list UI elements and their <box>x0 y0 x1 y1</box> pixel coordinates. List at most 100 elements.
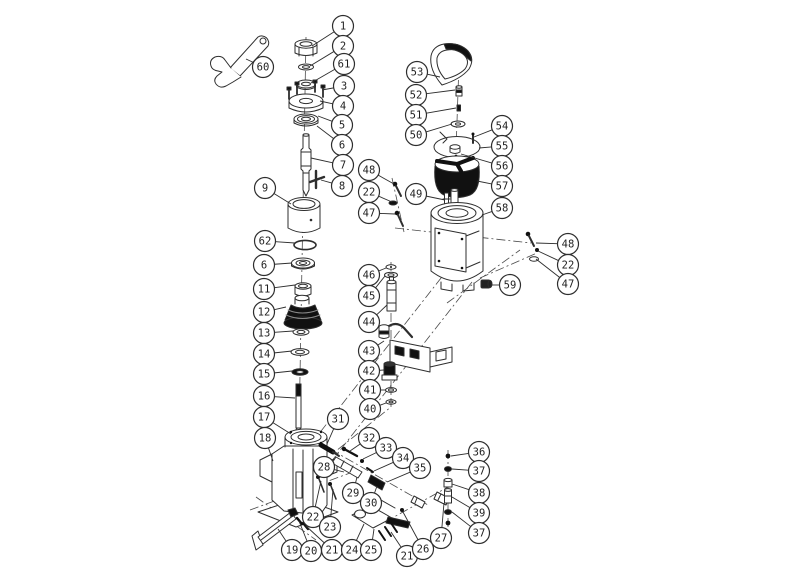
balloon-label-20: 20 <box>305 546 318 558</box>
part-bar-19 <box>251 507 299 551</box>
balloon-label-37: 37 <box>473 466 486 478</box>
balloon-label-32: 32 <box>363 433 376 445</box>
leader-line-3 <box>321 87 334 91</box>
part-screws-48-22-47-left <box>388 181 404 227</box>
balloon-label-48-2: 48 <box>562 239 575 251</box>
part-motor-58 <box>430 188 484 292</box>
balloon-label-26: 26 <box>417 544 430 556</box>
balloon-label-61: 61 <box>338 59 351 71</box>
part-bolt-31 <box>318 442 340 457</box>
leader-line-15 <box>274 370 293 374</box>
leader-line-58 <box>481 211 493 216</box>
balloon-label-11: 11 <box>258 284 271 296</box>
balloon-label-22-3: 22 <box>307 512 320 524</box>
part-rod-16 <box>295 383 302 433</box>
leader-line-30 <box>374 485 378 494</box>
part-sleeve-35 <box>367 474 386 491</box>
balloon-label-28: 28 <box>318 462 331 474</box>
part-coupler-30 <box>410 495 426 509</box>
part-nut-1 <box>294 39 318 57</box>
balloon-35 <box>408 456 432 480</box>
balloon-label-58: 58 <box>496 203 509 215</box>
leader-line-19 <box>277 528 287 542</box>
leader-line-8 <box>320 179 333 184</box>
leader-line-22-3 <box>314 480 322 507</box>
balloon-31 <box>326 407 350 431</box>
balloon-layer: 1261345678609626111213141516171853525150… <box>245 14 580 568</box>
part-screws-22-23 <box>316 475 337 500</box>
balloon-label-7: 7 <box>340 160 346 172</box>
balloon-49 <box>404 182 428 206</box>
part-knob-57 <box>434 155 480 198</box>
balloon-label-19: 19 <box>286 545 299 557</box>
balloon-label-52: 52 <box>410 90 423 102</box>
leader-line-17 <box>272 422 292 435</box>
part-screw-52 <box>455 85 463 97</box>
balloon-47-2 <box>556 272 580 296</box>
balloon-48 <box>357 158 381 182</box>
leader-line-29 <box>355 476 358 483</box>
balloon-label-12: 12 <box>258 307 271 319</box>
centerline-main-shaft <box>298 36 307 433</box>
leader-line-32 <box>349 443 361 452</box>
leader-line-9 <box>273 193 292 205</box>
leader-line-54 <box>473 129 493 138</box>
part-washers-46-45 <box>384 264 398 279</box>
balloon-label-35: 35 <box>414 463 427 475</box>
balloon-label-46: 46 <box>363 270 376 282</box>
balloon-label-14: 14 <box>258 349 271 361</box>
balloon-label-17: 17 <box>258 412 271 424</box>
centerline-right-screws-2 <box>479 252 538 279</box>
balloon-label-45: 45 <box>363 291 376 303</box>
part-bearing-6 <box>291 257 315 270</box>
balloon-label-6-2: 6 <box>261 260 267 272</box>
part-plug-59 <box>480 279 493 289</box>
leader-line-55 <box>478 146 492 149</box>
balloon-label-13: 13 <box>258 328 271 340</box>
balloon-label-21: 21 <box>326 545 339 557</box>
leader-line-22-2 <box>537 250 559 261</box>
balloon-label-42: 42 <box>363 366 376 378</box>
leader-line-61 <box>310 68 336 84</box>
balloon-59 <box>498 273 522 297</box>
balloon-30 <box>359 491 383 515</box>
balloon-label-41: 41 <box>364 385 377 397</box>
part-shaft-7 <box>300 133 312 197</box>
balloon-label-25: 25 <box>365 545 378 557</box>
leader-line-45 <box>375 275 386 289</box>
balloon-label-4: 4 <box>340 101 346 113</box>
balloon-53 <box>405 60 429 84</box>
leader-line-48 <box>377 174 395 185</box>
part-spacer-11 <box>294 282 312 297</box>
balloon-label-49: 49 <box>410 189 423 201</box>
parts-artwork <box>210 35 539 551</box>
balloon-label-54: 54 <box>496 121 509 133</box>
balloon-9 <box>253 176 277 200</box>
leader-line-39 <box>451 496 471 509</box>
leader-line-47 <box>379 212 396 215</box>
leader-line-36 <box>450 453 469 457</box>
balloon-label-23: 23 <box>324 522 337 534</box>
leader-line-47-2 <box>535 258 561 278</box>
balloon-label-51: 51 <box>410 110 423 122</box>
part-washer-2 <box>298 63 314 71</box>
balloon-61 <box>332 52 356 76</box>
balloon-label-47: 47 <box>363 208 376 220</box>
balloon-label-9: 9 <box>262 183 268 195</box>
leader-line-23 <box>330 488 334 517</box>
balloon-label-8: 8 <box>339 181 345 193</box>
balloon-label-6: 6 <box>339 140 345 152</box>
balloon-44 <box>357 310 381 334</box>
leader-line-7 <box>310 157 333 164</box>
leader-line-37 <box>451 468 469 471</box>
balloon-label-43: 43 <box>363 346 376 358</box>
leader-line-31 <box>326 428 335 445</box>
leader-line-2 <box>309 51 335 67</box>
part-pin-51 <box>456 104 461 112</box>
balloon-label-44: 44 <box>363 317 376 329</box>
leader-line-43 <box>377 340 385 346</box>
balloon-label-22: 22 <box>363 187 376 199</box>
balloon-28 <box>312 455 336 479</box>
